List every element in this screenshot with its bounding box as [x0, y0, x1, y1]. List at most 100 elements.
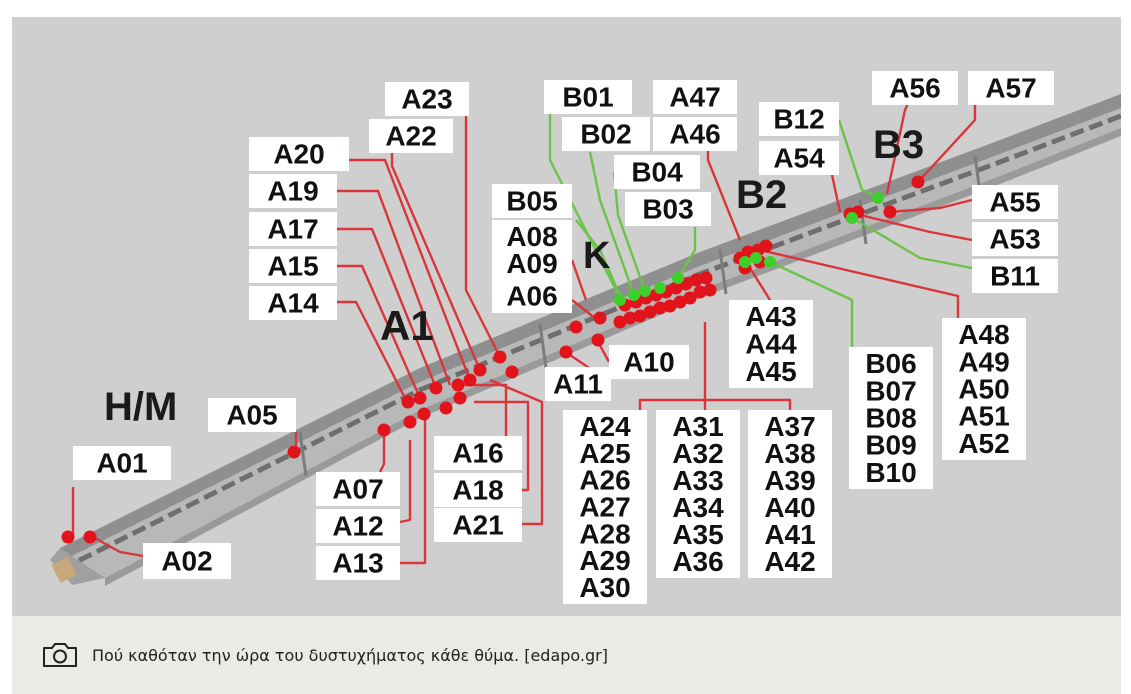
car-joint [718, 249, 728, 295]
label-boxes: A01A02A05A07A12A13A14A15A17A19A20A22A23A… [73, 71, 1058, 604]
train-roof [60, 94, 1121, 562]
label-text: A12 [332, 511, 383, 542]
label-text: A57 [985, 73, 1036, 104]
label-text: A09 [506, 248, 557, 279]
label-text: A33 [672, 465, 723, 496]
red-seat-marker [653, 301, 667, 315]
red-seat-marker [613, 315, 627, 329]
label-box-b04: B04 [614, 155, 700, 189]
red-seat-marker [453, 391, 467, 405]
red-seat-marker [663, 299, 677, 313]
green-connector-line [855, 218, 973, 270]
label-text: A47 [669, 82, 720, 113]
label-box-bg [73, 446, 171, 480]
label-box-b03: B03 [625, 192, 711, 226]
area-label: B2 [736, 173, 787, 217]
label-text: A35 [672, 519, 723, 550]
red-connector-line [399, 440, 412, 524]
red-seat-marker [287, 445, 301, 459]
label-text: B01 [562, 82, 613, 113]
caption-text: Πού καθόταν την ώρα του δυστυχήματος κάθ… [92, 645, 608, 665]
label-text: A41 [764, 519, 815, 550]
label-box-a12: A12 [316, 509, 400, 543]
red-seat-marker [463, 373, 477, 387]
label-box-bg [249, 212, 337, 246]
label-box-bg [249, 286, 337, 320]
label-box-a13: A13 [316, 546, 400, 580]
label-text: A16 [452, 438, 503, 469]
label-text: A27 [579, 492, 630, 523]
train-shadow [105, 128, 1121, 586]
label-box-bg [872, 71, 958, 105]
label-text: A01 [96, 448, 147, 479]
label-text: A45 [745, 356, 796, 387]
label-text: B06 [865, 348, 916, 379]
green-seat-marker [672, 272, 684, 284]
label-text: A55 [989, 187, 1040, 218]
red-seat-marker [83, 530, 97, 544]
label-box-a18: A18 [434, 473, 522, 507]
label-text: B12 [773, 104, 824, 135]
red-connector-line [759, 248, 960, 320]
label-box-b02: B02 [562, 117, 650, 151]
red-seat-marker [911, 175, 925, 189]
green-seat-marker [654, 282, 666, 294]
label-text: A31 [672, 411, 723, 442]
label-box-bg [563, 410, 647, 604]
label-text: A48 [958, 319, 1009, 350]
label-text: A40 [764, 492, 815, 523]
red-seat-marker [683, 291, 697, 305]
red-seat-marker [473, 363, 487, 377]
red-seat-marker [429, 381, 443, 395]
label-text: A14 [267, 288, 319, 319]
red-connector-line [570, 259, 588, 301]
red-seat-marker [883, 205, 897, 219]
label-text: A44 [745, 329, 797, 360]
label-box-a15: A15 [249, 249, 337, 283]
label-text: A37 [764, 411, 815, 442]
label-box-bg [759, 102, 839, 136]
seat-markers [61, 175, 925, 544]
label-text: A25 [579, 438, 630, 469]
label-box-a11: A11 [545, 367, 611, 401]
label-box-a21: A21 [434, 508, 522, 542]
label-box-bg [492, 220, 572, 280]
label-text: A18 [452, 475, 503, 506]
green-seat-marker [628, 289, 640, 301]
area-label: A1 [380, 302, 434, 349]
red-seat-marker [759, 239, 773, 253]
red-connector-line [337, 300, 409, 403]
green-seat-marker [764, 256, 776, 268]
label-text: B05 [506, 186, 557, 217]
label-box-a57: A57 [968, 71, 1054, 105]
red-seat-marker [439, 401, 453, 415]
label-text: B09 [865, 430, 916, 461]
red-seat-marker [591, 333, 605, 347]
label-box-bg [656, 410, 740, 578]
label-box-bg [316, 509, 400, 543]
label-box-bg [614, 155, 700, 189]
label-text: A02 [161, 546, 212, 577]
red-seat-marker [699, 271, 713, 285]
red-connector-line [92, 535, 144, 558]
label-box-a20: A20 [249, 137, 349, 171]
label-text: A28 [579, 518, 630, 549]
label-text: A52 [958, 428, 1009, 459]
label-text: A56 [889, 73, 940, 104]
label-box-bg [849, 347, 933, 489]
red-seat-marker [593, 311, 607, 325]
label-box-bg [759, 141, 839, 175]
label-box-bg [609, 345, 689, 379]
label-box-b11: B11 [972, 259, 1058, 293]
label-box-b05: B05 [492, 184, 572, 218]
label-box-a14: A14 [249, 286, 337, 320]
label-box-a16: A16 [434, 436, 522, 470]
label-box-bg [729, 300, 813, 388]
red-seat-marker [643, 305, 657, 319]
red-connector-line [337, 189, 452, 386]
car-joint [538, 323, 548, 369]
label-box-bg [562, 117, 650, 151]
